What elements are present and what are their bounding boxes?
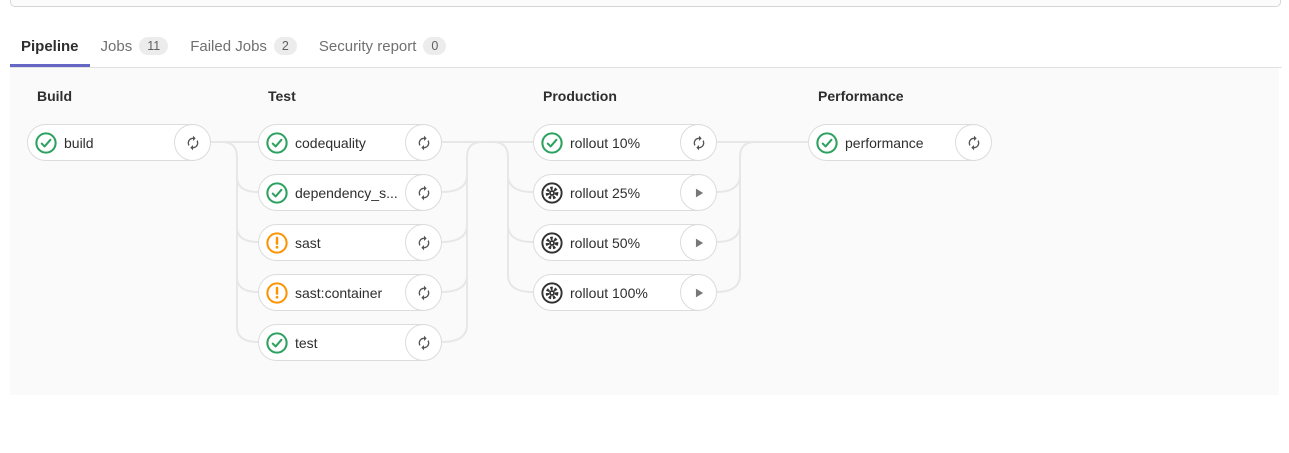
status-manual-icon <box>541 181 563 204</box>
tab-label: Security report <box>318 37 417 55</box>
tab-label: Jobs <box>100 37 133 55</box>
retry-icon <box>418 335 429 350</box>
retry-job-button[interactable] <box>955 124 992 161</box>
retry-job-button[interactable] <box>680 124 717 161</box>
job-label: sast <box>295 234 321 251</box>
job-label: build <box>64 134 94 151</box>
retry-icon <box>968 135 979 150</box>
status-success-icon <box>816 131 838 154</box>
job-label: dependency_s... <box>295 184 398 201</box>
job-label: rollout 25% <box>570 184 641 201</box>
stage-title: Production <box>543 88 617 104</box>
play-job-button[interactable] <box>680 224 717 261</box>
retry-icon <box>418 135 429 150</box>
job-rollout-100-[interactable]: rollout 100% <box>533 274 717 311</box>
job-label: sast:container <box>295 284 383 301</box>
status-warning-icon-wrap <box>266 281 288 304</box>
stage-performance: Performance performance <box>808 68 998 174</box>
status-success-icon-wrap <box>816 131 838 154</box>
pipeline-graph: Build build Test codequality dependency_… <box>10 68 1279 395</box>
status-success-icon <box>266 331 288 354</box>
stage-test: Test codequality dependency_s... sast sa… <box>258 68 448 374</box>
retry-job-button[interactable] <box>405 124 442 161</box>
tab-pipeline[interactable]: Pipeline <box>10 28 90 67</box>
job-dependency-s-[interactable]: dependency_s... <box>258 174 442 211</box>
tab-label: Pipeline <box>21 37 79 55</box>
job-test[interactable]: test <box>258 324 442 361</box>
tab-count-badge: 2 <box>273 37 297 55</box>
job-sast-container[interactable]: sast:container <box>258 274 442 311</box>
status-success-icon-wrap <box>266 331 288 354</box>
status-success-icon-wrap <box>266 181 288 204</box>
status-manual-icon-wrap <box>541 231 563 254</box>
retry-icon <box>418 185 429 200</box>
previous-card-bottom-edge <box>10 0 1281 7</box>
retry-job-button[interactable] <box>405 324 442 361</box>
stage-production: Production rollout 10% rollout 25% rollo… <box>533 68 723 324</box>
status-success-icon-wrap <box>541 131 563 154</box>
retry-icon <box>418 235 429 250</box>
status-success-icon-wrap <box>266 131 288 154</box>
status-manual-icon-wrap <box>541 281 563 304</box>
stage-jobs: performance <box>808 124 998 161</box>
stage-jobs: build <box>27 124 217 161</box>
stage-jobs: rollout 10% rollout 25% rollout 50% roll… <box>533 124 723 311</box>
job-label: test <box>295 334 318 351</box>
play-job-button[interactable] <box>680 174 717 211</box>
job-codequality[interactable]: codequality <box>258 124 442 161</box>
play-icon <box>695 188 703 197</box>
retry-icon <box>187 135 198 150</box>
job-sast[interactable]: sast <box>258 224 442 261</box>
job-rollout-50-[interactable]: rollout 50% <box>533 224 717 261</box>
job-label: rollout 50% <box>570 234 641 251</box>
stage-title: Performance <box>818 88 904 104</box>
tab-count-badge: 0 <box>423 37 447 55</box>
tab-jobs[interactable]: Jobs 11 <box>90 28 180 67</box>
retry-job-button[interactable] <box>405 224 442 261</box>
job-rollout-10-[interactable]: rollout 10% <box>533 124 717 161</box>
status-success-icon <box>266 131 288 154</box>
status-manual-icon-wrap <box>541 181 563 204</box>
job-label: rollout 100% <box>570 284 648 301</box>
status-warning-icon <box>266 281 288 304</box>
play-icon <box>695 288 703 297</box>
retry-job-button[interactable] <box>405 174 442 211</box>
retry-job-button[interactable] <box>405 274 442 311</box>
job-label: codequality <box>295 134 366 151</box>
job-build[interactable]: build <box>27 124 211 161</box>
status-warning-icon-wrap <box>266 231 288 254</box>
stage-title: Test <box>268 88 296 104</box>
status-manual-icon <box>541 281 563 304</box>
job-rollout-25-[interactable]: rollout 25% <box>533 174 717 211</box>
play-icon <box>695 238 703 247</box>
pipeline-tabs: Pipeline Jobs 11 Failed Jobs 2 Security … <box>10 28 1282 68</box>
stage-title: Build <box>37 88 72 104</box>
job-performance[interactable]: performance <box>808 124 992 161</box>
retry-job-button[interactable] <box>174 124 211 161</box>
job-label: rollout 10% <box>570 134 641 151</box>
status-success-icon-wrap <box>35 131 57 154</box>
tab-failed-jobs[interactable]: Failed Jobs 2 <box>179 28 308 67</box>
tab-label: Failed Jobs <box>190 37 267 55</box>
status-success-icon <box>266 181 288 204</box>
stage-jobs: codequality dependency_s... sast sast:co… <box>258 124 448 361</box>
status-success-icon <box>35 131 57 154</box>
job-label: performance <box>845 134 924 151</box>
status-success-icon <box>541 131 563 154</box>
status-warning-icon <box>266 231 288 254</box>
retry-icon <box>693 135 704 150</box>
tab-count-badge: 11 <box>139 37 169 55</box>
stage-connector-lines <box>210 141 808 343</box>
status-manual-icon <box>541 231 563 254</box>
tab-security-report[interactable]: Security report 0 <box>308 28 458 67</box>
stage-build: Build build <box>27 68 217 174</box>
play-job-button[interactable] <box>680 274 717 311</box>
retry-icon <box>418 285 429 300</box>
